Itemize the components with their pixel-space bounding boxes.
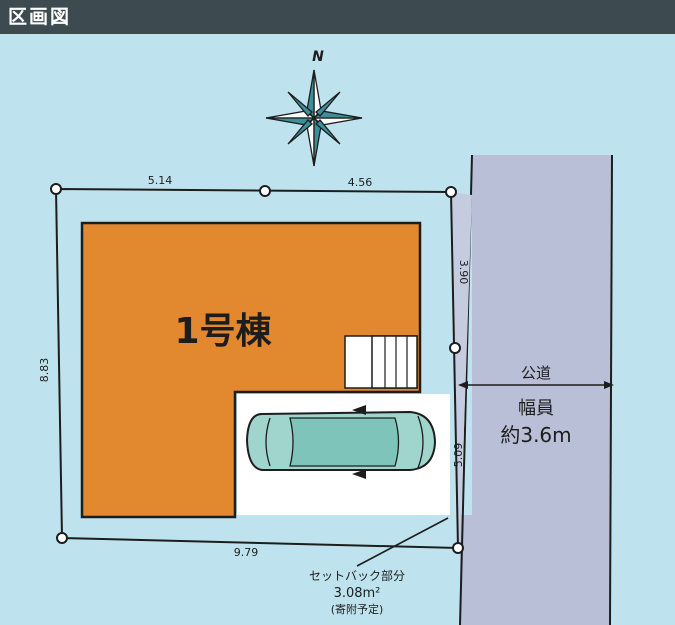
road-name: 公道 [521, 364, 551, 382]
setback-leader [356, 517, 449, 567]
road-width-value: 約3.6m [500, 423, 571, 447]
road-width-label: 幅員 [518, 398, 554, 419]
page-header: 区画図 [0, 0, 675, 34]
boundary-markers [50, 183, 464, 554]
road-width-arrow [458, 381, 614, 389]
header-title: 区画図 [8, 6, 72, 28]
compass-rose-icon [265, 69, 363, 167]
dimension-right-upper: 3.90 [457, 260, 470, 285]
dimension-left: 8.83 [38, 358, 51, 383]
building-footprint [80, 221, 422, 519]
building-label: 1号棟 [174, 311, 272, 352]
road-edge-right [609, 154, 613, 625]
entrance-steps [344, 335, 418, 389]
dimension-top-right: 4.56 [348, 176, 373, 189]
dimension-bottom: 9.79 [234, 546, 259, 559]
setback-area-value: 3.08m² [334, 586, 381, 601]
setback-label: セットバック部分 [309, 568, 405, 583]
car-icon [245, 405, 437, 479]
dimension-top-left: 5.14 [148, 174, 173, 187]
setback-note: (寄附予定) [331, 602, 384, 616]
compass-north-label: N [312, 49, 324, 65]
road-strip [460, 155, 612, 625]
dimension-right-lower: 5.09 [452, 443, 465, 468]
